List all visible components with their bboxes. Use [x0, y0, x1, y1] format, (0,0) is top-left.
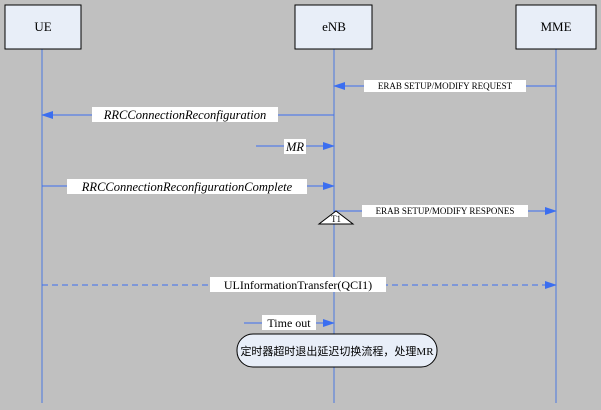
timer-t1-label: T1: [331, 214, 341, 224]
timer-t1: T1: [317, 210, 355, 225]
message-erab-request-label: ERAB SETUP/MODIFY REQUEST: [378, 81, 513, 91]
message-mr-label: MR: [285, 140, 304, 154]
actor-enb-label: eNB: [322, 19, 346, 34]
message-mr: MR: [256, 139, 335, 154]
message-rrc-reconf: RRCConnectionReconfiguration: [41, 107, 334, 122]
message-ul-info: ULInformationTransfer(QCI1): [42, 277, 557, 292]
message-erab-response: ERAB SETUP/MODIFY RESPONES: [334, 205, 557, 217]
message-erab-request: ERAB SETUP/MODIFY REQUEST: [333, 80, 556, 92]
actor-mme-label: MME: [540, 19, 571, 34]
message-timeout: Time out: [244, 315, 335, 330]
message-erab-response-label: ERAB SETUP/MODIFY RESPONES: [376, 206, 515, 216]
timeout-note: 定时器超时退出延迟切换流程，处理MR: [236, 333, 438, 368]
timeout-note-text: 定时器超时退出延迟切换流程，处理MR: [240, 344, 434, 358]
actor-enb: eNB: [294, 4, 373, 50]
message-timeout-label: Time out: [267, 316, 311, 330]
actor-ue: UE: [4, 4, 82, 50]
message-rrc-reconf-complete-label: RRCConnectionReconfigurationComplete: [81, 180, 293, 194]
actor-mme: MME: [515, 4, 597, 50]
actor-ue-label: UE: [34, 19, 51, 34]
message-ul-info-label: ULInformationTransfer(QCI1): [224, 278, 372, 292]
message-rrc-reconf-complete: RRCConnectionReconfigurationComplete: [42, 179, 335, 194]
message-rrc-reconf-label: RRCConnectionReconfiguration: [103, 108, 266, 122]
